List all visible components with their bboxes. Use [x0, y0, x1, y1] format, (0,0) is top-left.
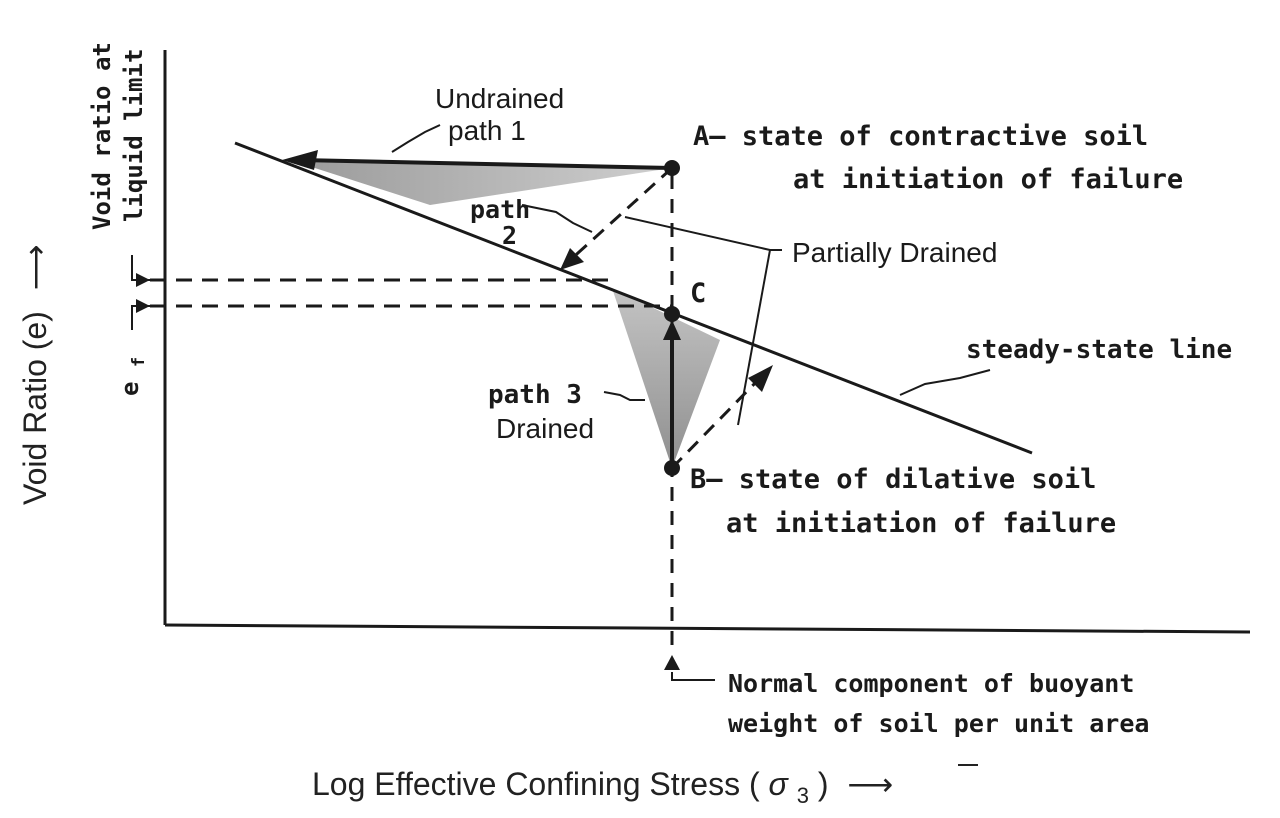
x-axis-sigma-subscript: 3: [797, 783, 809, 808]
partially-drained-leader-top: [624, 216, 782, 251]
x-axis: [164, 623, 1251, 634]
normal-component-leader: [671, 672, 715, 681]
path-2-dashed: [566, 166, 674, 264]
normal-component-line2: weight of soil per unit area: [728, 709, 1149, 738]
y-axis-title: Void Ratio (e) ⟶: [17, 244, 53, 505]
normal-component-line1: Normal component of buoyant: [728, 669, 1134, 698]
point-A-label-line1: A– state of contractive soil: [693, 121, 1148, 152]
liquid-limit-label-line1: Void ratio at: [88, 42, 116, 230]
path3-leader: [603, 391, 645, 401]
undrained-label-line2: path 1: [448, 115, 526, 146]
steady-state-line: [234, 141, 1033, 455]
path1-arrowhead: [282, 150, 318, 170]
path2-label-line2: 2: [502, 221, 517, 250]
x-axis-arrow: ⟶: [847, 766, 893, 802]
x-axis-close-paren: ): [818, 766, 829, 802]
path-B-partially-drained: [670, 376, 762, 470]
y-axis-arrow: ⟶: [17, 244, 53, 290]
path3-arrowhead: [663, 320, 681, 340]
partially-drained-leader-bottom: [737, 249, 771, 426]
drained-shaded-region: [612, 288, 720, 468]
path3-label-line1: path 3: [488, 380, 582, 410]
ef-label: e f: [116, 357, 149, 396]
ef-tick: [131, 305, 150, 330]
path2-label-line1: path: [470, 195, 530, 224]
point-B-label-line1: B– state of dilative soil: [690, 464, 1096, 495]
undrained-path-1: [299, 158, 673, 170]
point-B-label-line2: at initiation of failure: [726, 508, 1116, 539]
path2-leader: [521, 204, 593, 233]
undrained-label-line1: Undrained: [435, 83, 564, 114]
point-A: [664, 160, 680, 176]
steady-state-leader: [899, 369, 991, 396]
ef-label-sub: f: [129, 357, 149, 367]
y-axis-title-text: Void Ratio (e): [17, 311, 53, 505]
partially-drained-label: Partially Drained: [792, 237, 997, 268]
path2-arrowhead: [560, 248, 584, 270]
path-B-arrowhead: [748, 365, 773, 392]
undrained-leader: [391, 124, 441, 153]
x-axis-title: Log Effective Confining Stress ( σ 3 ) ⟶: [312, 766, 893, 810]
x-axis-sigma: σ: [769, 766, 790, 802]
liquid-limit-label-line2: liquid limit: [120, 49, 148, 222]
steady-state-label: steady-state line: [966, 335, 1232, 365]
ef-label-e: e: [116, 382, 144, 396]
liquid-limit-tick: [131, 255, 150, 281]
point-C: [664, 306, 680, 322]
point-C-label: C: [690, 278, 706, 309]
normal-component-arrowhead: [664, 655, 680, 670]
path3-label-line2: Drained: [496, 413, 594, 444]
undrained-shaded-region: [290, 160, 672, 205]
x-axis-title-text: Log Effective Confining Stress (: [312, 766, 760, 802]
point-A-label-line2: at initiation of failure: [793, 164, 1183, 195]
point-B: [664, 460, 680, 476]
